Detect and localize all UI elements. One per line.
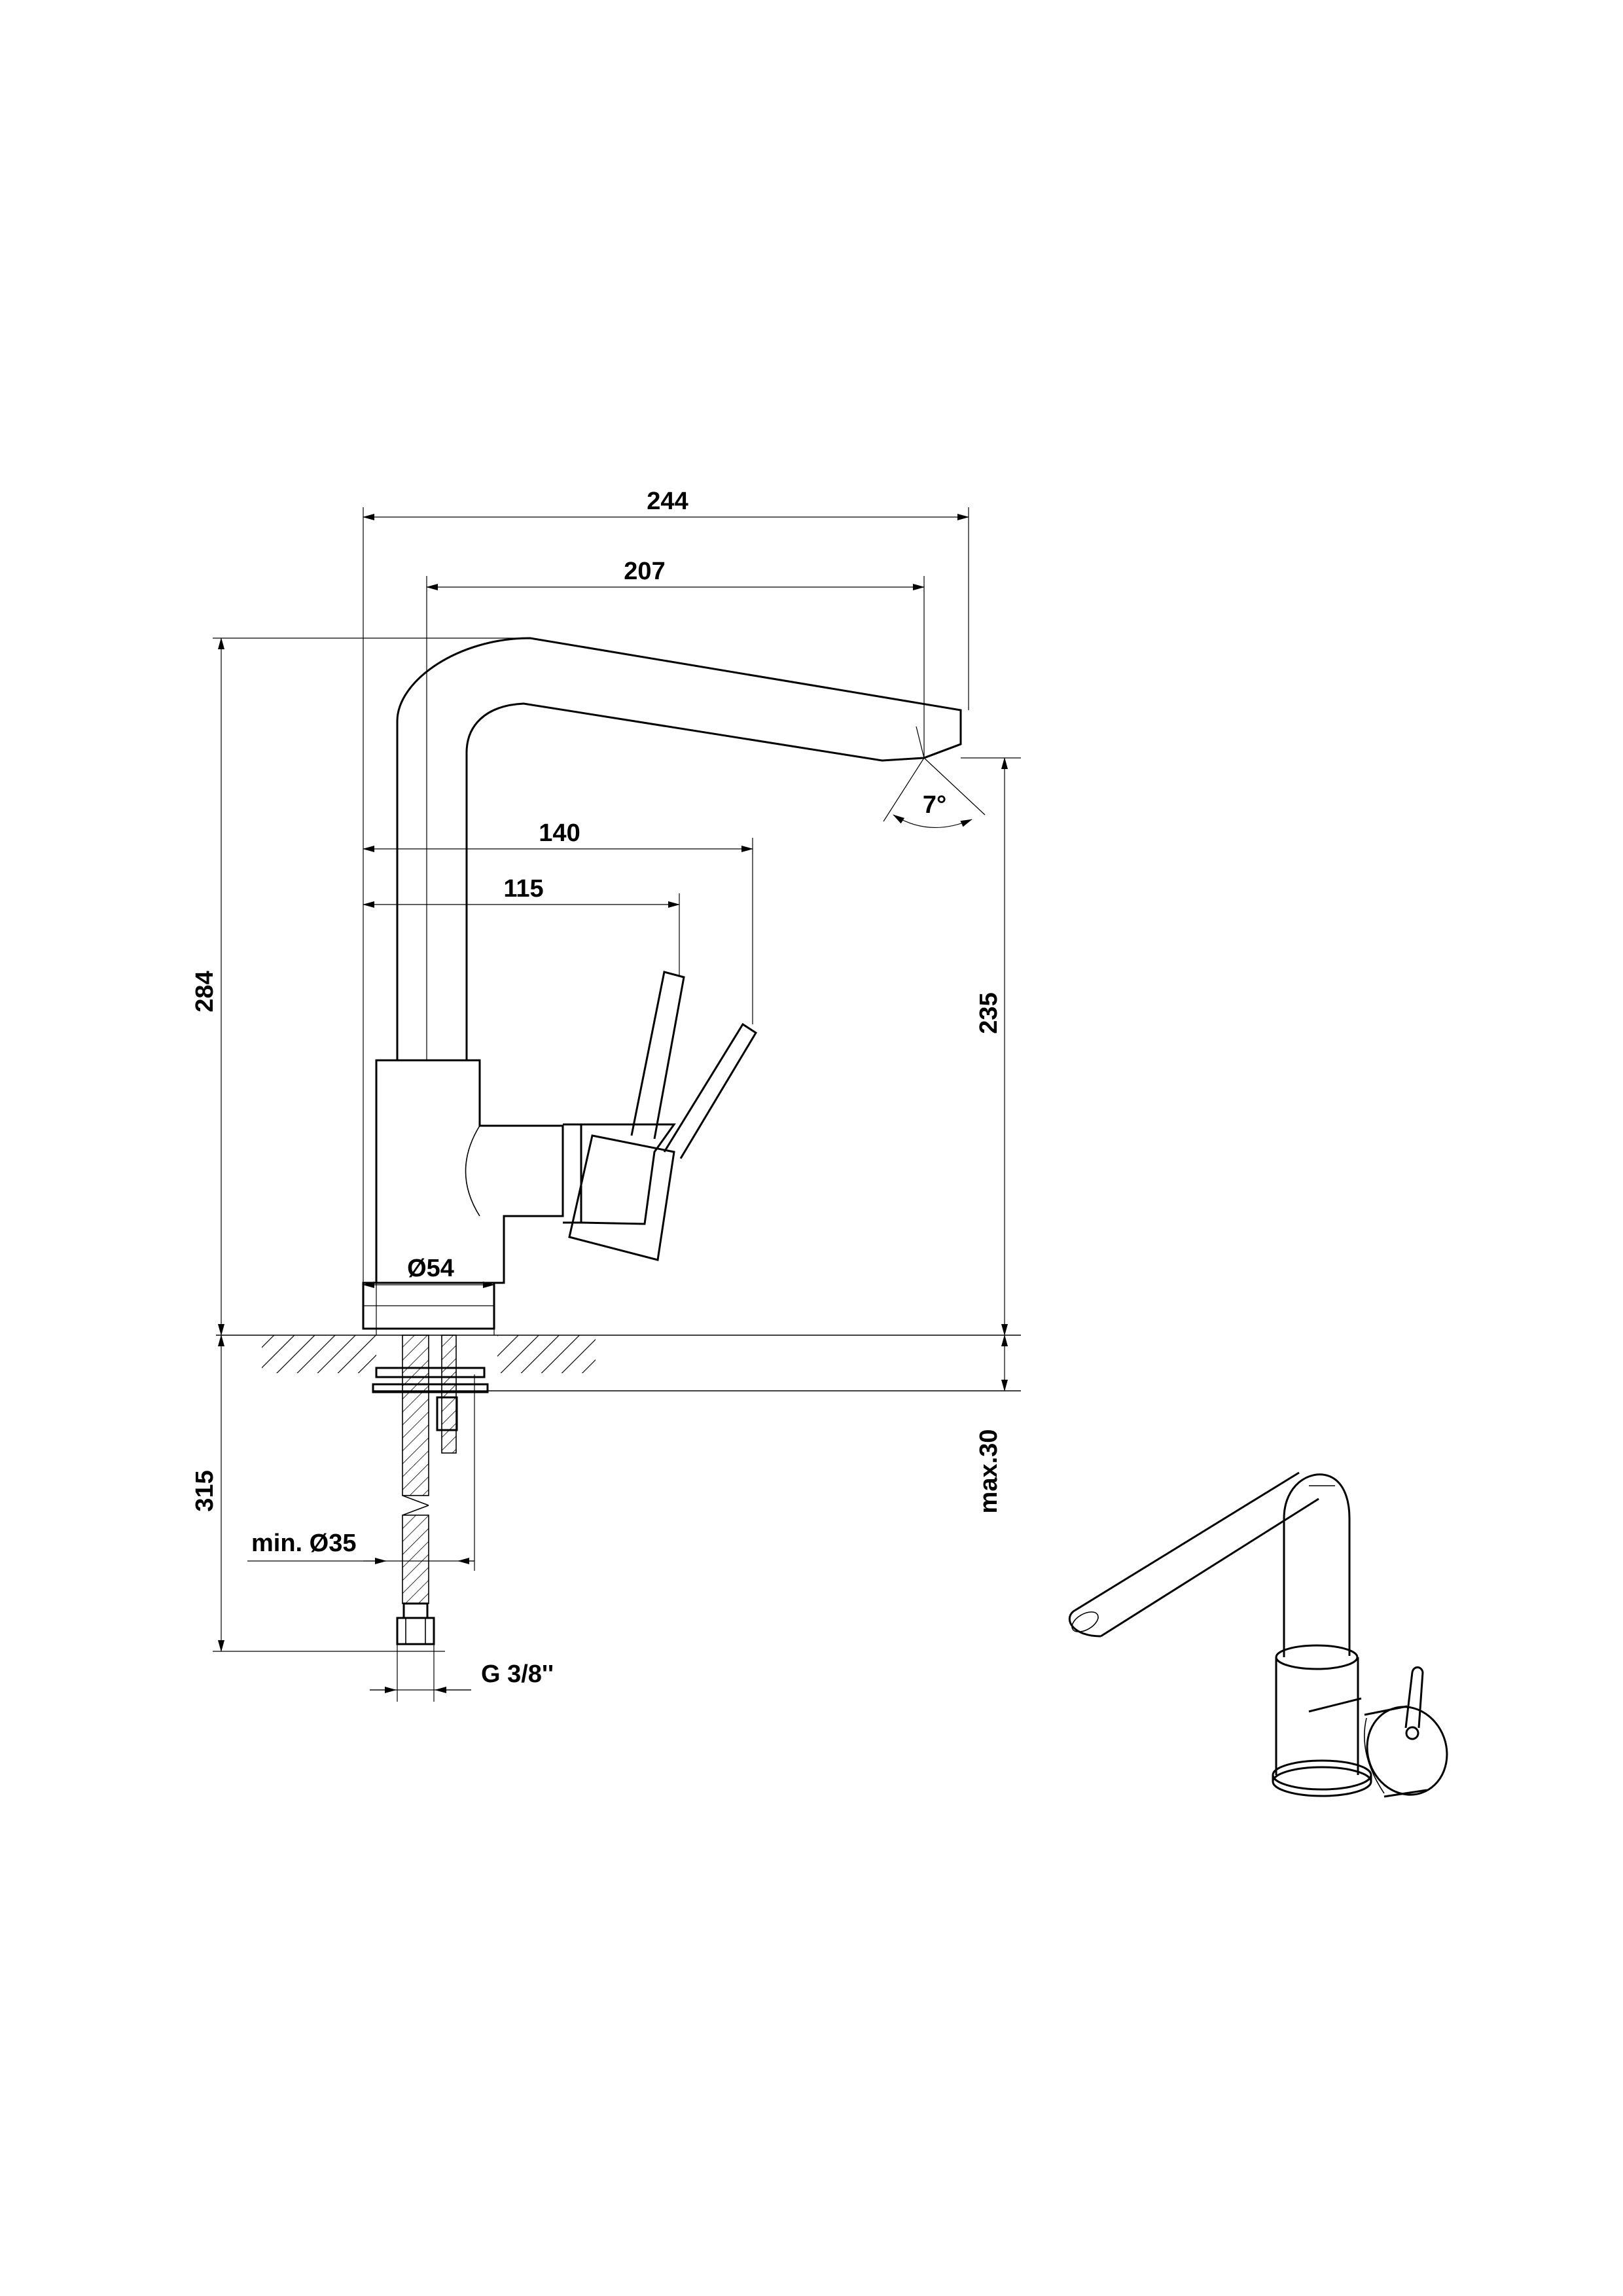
dim-spout-reach-label: 207: [624, 558, 665, 585]
spout-tip: [923, 743, 961, 759]
perspective-lever: [1404, 1666, 1424, 1729]
angle-leg-1: [883, 757, 925, 822]
dim-total-height-label: 284: [191, 971, 219, 1012]
cartridge-housing: [580, 1123, 676, 1225]
lever-outer: [663, 1022, 758, 1159]
dim-hole-diameter-label: min. Ø35: [251, 1530, 357, 1557]
perspective-base: [1272, 1766, 1372, 1797]
mounting-plate: [372, 1383, 489, 1393]
cartridge-ring: [563, 1123, 582, 1224]
spout-column-inner: [465, 702, 925, 1060]
dim-handle-inner-label: 115: [503, 875, 543, 903]
dim-counter-thickness-label: max.30: [975, 1429, 1003, 1514]
perspective-spout-arm: [1073, 1471, 1319, 1638]
mounting-washer: [375, 1367, 486, 1378]
dim-overall-reach-label: 244: [647, 488, 688, 515]
perspective-body: [1275, 1657, 1359, 1775]
handle-cap: [568, 1134, 675, 1261]
perspective-spout-riser: [1283, 1473, 1351, 1657]
flex-hose-upper: [402, 1335, 429, 1496]
mixer-body: [375, 1059, 564, 1284]
hose-nut: [396, 1617, 435, 1645]
dim-spout-clearance-label: 235: [975, 992, 1003, 1033]
faucet-side-view: [362, 637, 962, 1330]
hose-break: [402, 1495, 429, 1516]
dim-spout-angle-label: 7°: [923, 791, 946, 819]
lever-inner: [630, 971, 685, 1139]
dim-connection-thread-label: G 3/8'': [481, 1660, 554, 1688]
perspective-spout-tip: [1069, 1610, 1101, 1638]
rod-nut: [436, 1396, 458, 1431]
hose-ferrule: [402, 1602, 429, 1619]
dim-base-diameter-label: Ø54: [407, 1255, 454, 1282]
faucet-perspective-view: [1069, 1471, 1448, 1798]
dim-below-counter-label: 315: [191, 1470, 219, 1511]
angle-leg-2: [923, 757, 986, 816]
flex-hose-lower: [402, 1515, 429, 1604]
mixer-body-curve: [465, 1125, 480, 1217]
angle-arc: [893, 814, 972, 828]
dimension-lines: 244 207 140 115 284 235 7° Ø54 315 min.: [191, 488, 1021, 1702]
dim-handle-outer-label: 140: [539, 819, 580, 847]
countertop-section: [216, 1335, 1021, 1645]
threaded-rod: [441, 1335, 457, 1454]
